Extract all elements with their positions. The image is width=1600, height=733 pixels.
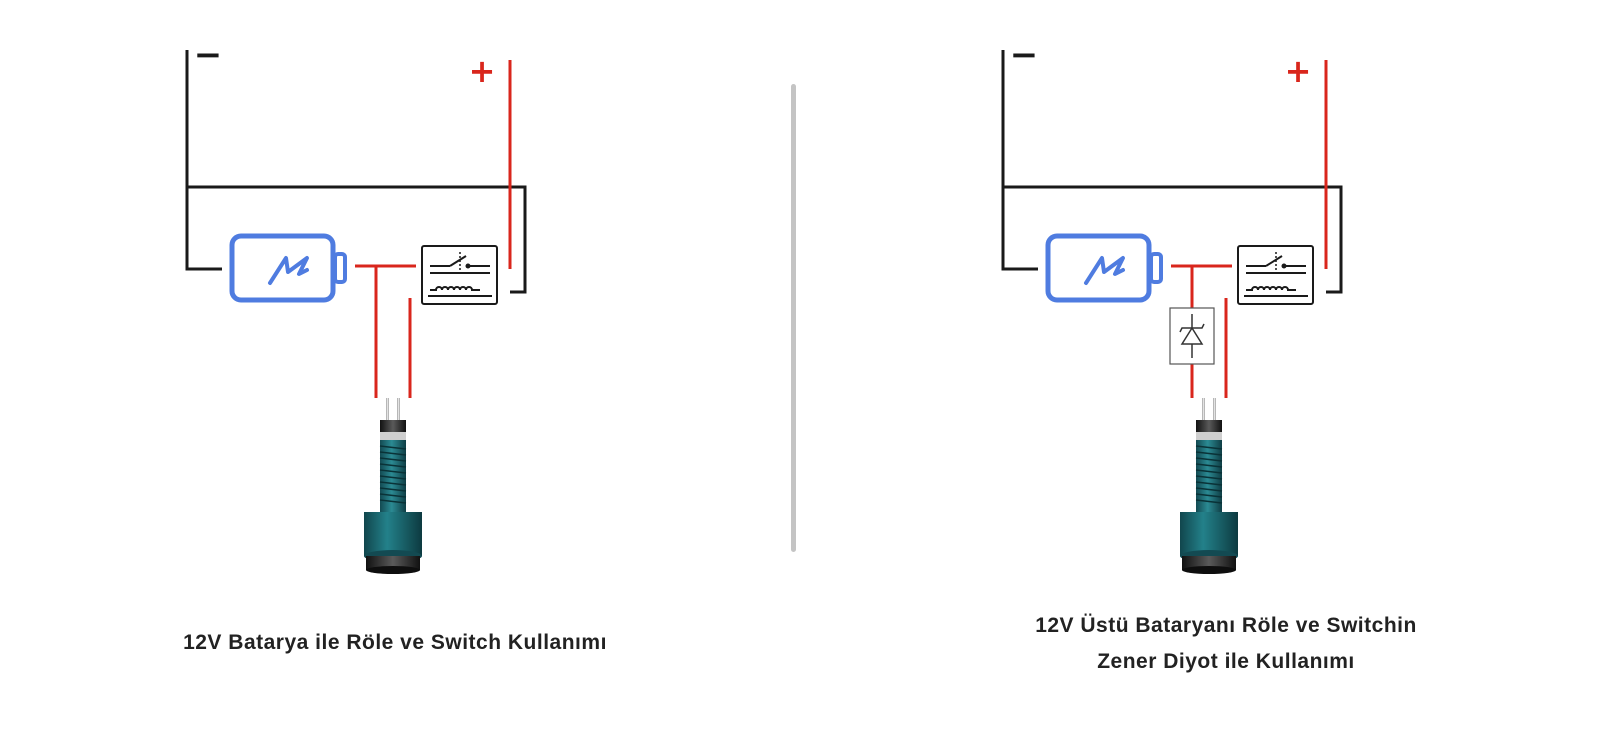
right-circuit-panel: − + [816, 0, 1600, 733]
left-caption: 12V Batarya ile Röle ve Switch Kullanımı [130, 625, 660, 661]
negative-wire [1001, 50, 1343, 294]
negative-wire-to-battery [1001, 187, 1038, 271]
plus-sign: + [1285, 52, 1312, 90]
push-button-switch-icon [1180, 398, 1238, 574]
left-caption-line-1: 12V Batarya ile Röle ve Switch Kullanımı [183, 631, 607, 654]
right-caption-line-2: Zener Diyot ile Kullanımı [1097, 650, 1355, 673]
relay-icon [421, 245, 498, 305]
left-circuit-diagram: − + [185, 35, 527, 574]
zener-diode-icon [1169, 307, 1215, 365]
relay-icon [1237, 245, 1314, 305]
left-circuit-panel: − + [130, 35, 660, 661]
right-circuit-diagram: − + [1001, 35, 1343, 574]
negative-wire [185, 50, 527, 294]
plus-sign: + [469, 52, 496, 90]
minus-sign: − [194, 35, 223, 75]
right-caption: 12V Üstü Bataryanı Röle ve Switchin Zene… [946, 608, 1506, 680]
panel-divider [791, 84, 796, 552]
battery-charging-icon [229, 233, 347, 303]
negative-wire-to-battery [185, 187, 222, 271]
minus-sign: − [1010, 35, 1039, 75]
push-button-switch-icon [364, 398, 422, 574]
battery-charging-icon [1045, 233, 1163, 303]
right-caption-line-1: 12V Üstü Bataryanı Röle ve Switchin [1035, 614, 1417, 637]
